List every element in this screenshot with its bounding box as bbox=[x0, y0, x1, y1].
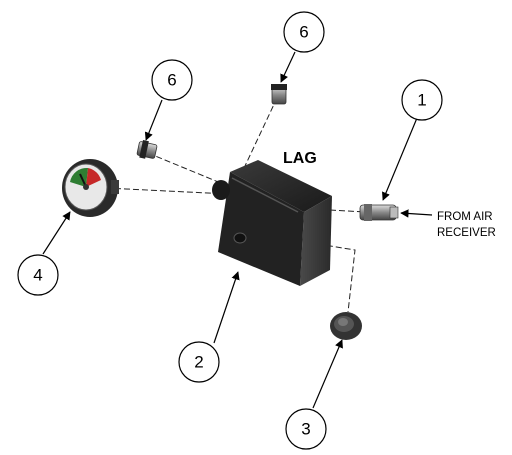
balloon-3: 3 bbox=[285, 408, 327, 450]
fitting-top bbox=[271, 84, 287, 105]
source-label-line1: FROM AIR bbox=[437, 211, 493, 223]
balloon-1-label: 1 bbox=[417, 91, 426, 110]
fitting-left bbox=[136, 139, 158, 159]
balloon-1: 1 bbox=[401, 79, 443, 121]
balloon-6-left-label: 6 bbox=[167, 71, 176, 90]
balloon-6-top-label: 6 bbox=[299, 23, 308, 42]
source-label-line2: RECEIVER bbox=[437, 227, 496, 239]
lag-label: LAG bbox=[283, 150, 317, 167]
pressure-gauge bbox=[62, 159, 119, 217]
inlet-fitting bbox=[359, 204, 399, 221]
balloon-2-label: 2 bbox=[194, 353, 203, 372]
balloon-4-label: 4 bbox=[33, 266, 42, 285]
plug-cap bbox=[330, 312, 362, 340]
balloon-6-left: 6 bbox=[151, 59, 193, 101]
balloon-3-label: 3 bbox=[301, 420, 310, 439]
leader-lines bbox=[42, 51, 418, 409]
balloon-6-top: 6 bbox=[283, 11, 325, 53]
balloon-4: 4 bbox=[17, 254, 59, 296]
regulator-housing bbox=[212, 160, 332, 286]
airflow-arrow bbox=[400, 209, 433, 218]
balloon-2: 2 bbox=[178, 341, 220, 383]
